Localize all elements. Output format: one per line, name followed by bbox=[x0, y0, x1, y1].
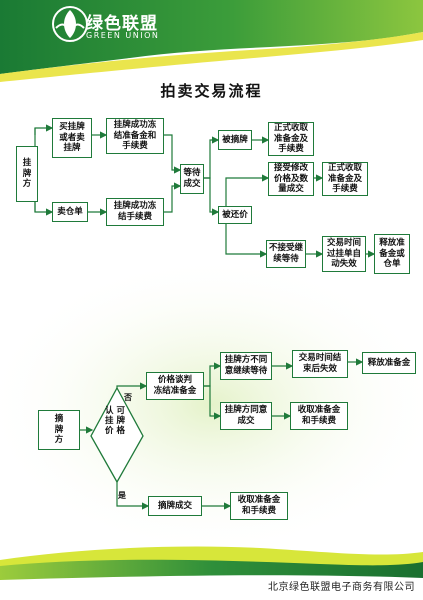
header-yellow-stripe bbox=[0, 32, 423, 82]
release-box: 释放准 备金或 仓单 bbox=[374, 234, 410, 274]
yes-label: 是 bbox=[118, 491, 126, 500]
confirm-price-label: 认 可 挂 牌 价 格 bbox=[105, 406, 125, 437]
release-margin-box: 释放准备金 bbox=[362, 352, 416, 374]
page-title: 拍卖交易流程 bbox=[160, 82, 263, 100]
negotiate-box: 价格谈判 冻结准备金 bbox=[146, 372, 204, 400]
freeze-margin-fee-box: 挂牌成功冻 结准备金和 手续费 bbox=[106, 118, 164, 154]
formal-collect-fee-box: 正式收取 准备金及 手续费 bbox=[322, 162, 368, 196]
guapaifang-box: 挂 牌 方 bbox=[16, 146, 38, 202]
logo-icon bbox=[52, 6, 88, 42]
header-band bbox=[0, 0, 423, 74]
zhaipaifang-box: 摘 牌 方 bbox=[38, 410, 80, 450]
counter-offer-box: 被还价 bbox=[218, 206, 252, 224]
no-label: 否 bbox=[124, 393, 132, 402]
agree-deal-box: 挂牌方同意 成交 bbox=[220, 402, 272, 430]
formal-collect-box: 正式收取 准备金及 手续费 bbox=[268, 122, 314, 156]
brand-name-en: GREEN UNION bbox=[86, 31, 160, 40]
delist-deal-box: 摘牌成交 bbox=[148, 496, 202, 516]
delisted-box: 被摘牌 bbox=[218, 130, 252, 150]
company-footer: 北京绿色联盟电子商务有限公司 bbox=[268, 582, 415, 593]
auto-expire-box: 交易时间 过挂单自 动失效 bbox=[322, 236, 366, 272]
disagree-wait-box: 挂牌方不同 意继续等待 bbox=[220, 352, 272, 380]
expire-end-box: 交易时间结 束后失效 bbox=[292, 350, 348, 378]
confirm-price-diamond bbox=[90, 386, 144, 484]
accept-counter-box: 接受修改 价格及数 量成交 bbox=[268, 162, 314, 196]
footer-band bbox=[0, 559, 423, 580]
reject-counter-box: 不接受继 续等待 bbox=[266, 240, 306, 268]
sell-warehouse-box: 卖仓单 bbox=[52, 202, 88, 222]
collect-margin-fee-box: 收取准备金 和手续费 bbox=[290, 402, 348, 430]
freeze-fee-box: 挂牌成功冻 结手续费 bbox=[106, 198, 164, 226]
wait-deal-box: 等待 成交 bbox=[180, 164, 204, 194]
brand-name-cn: 绿色联盟 bbox=[86, 14, 158, 34]
collect-margin-fee-box-2: 收取准备金 和手续费 bbox=[230, 492, 288, 520]
buy-or-sell-box: 买挂牌 或者卖 挂牌 bbox=[52, 118, 92, 158]
